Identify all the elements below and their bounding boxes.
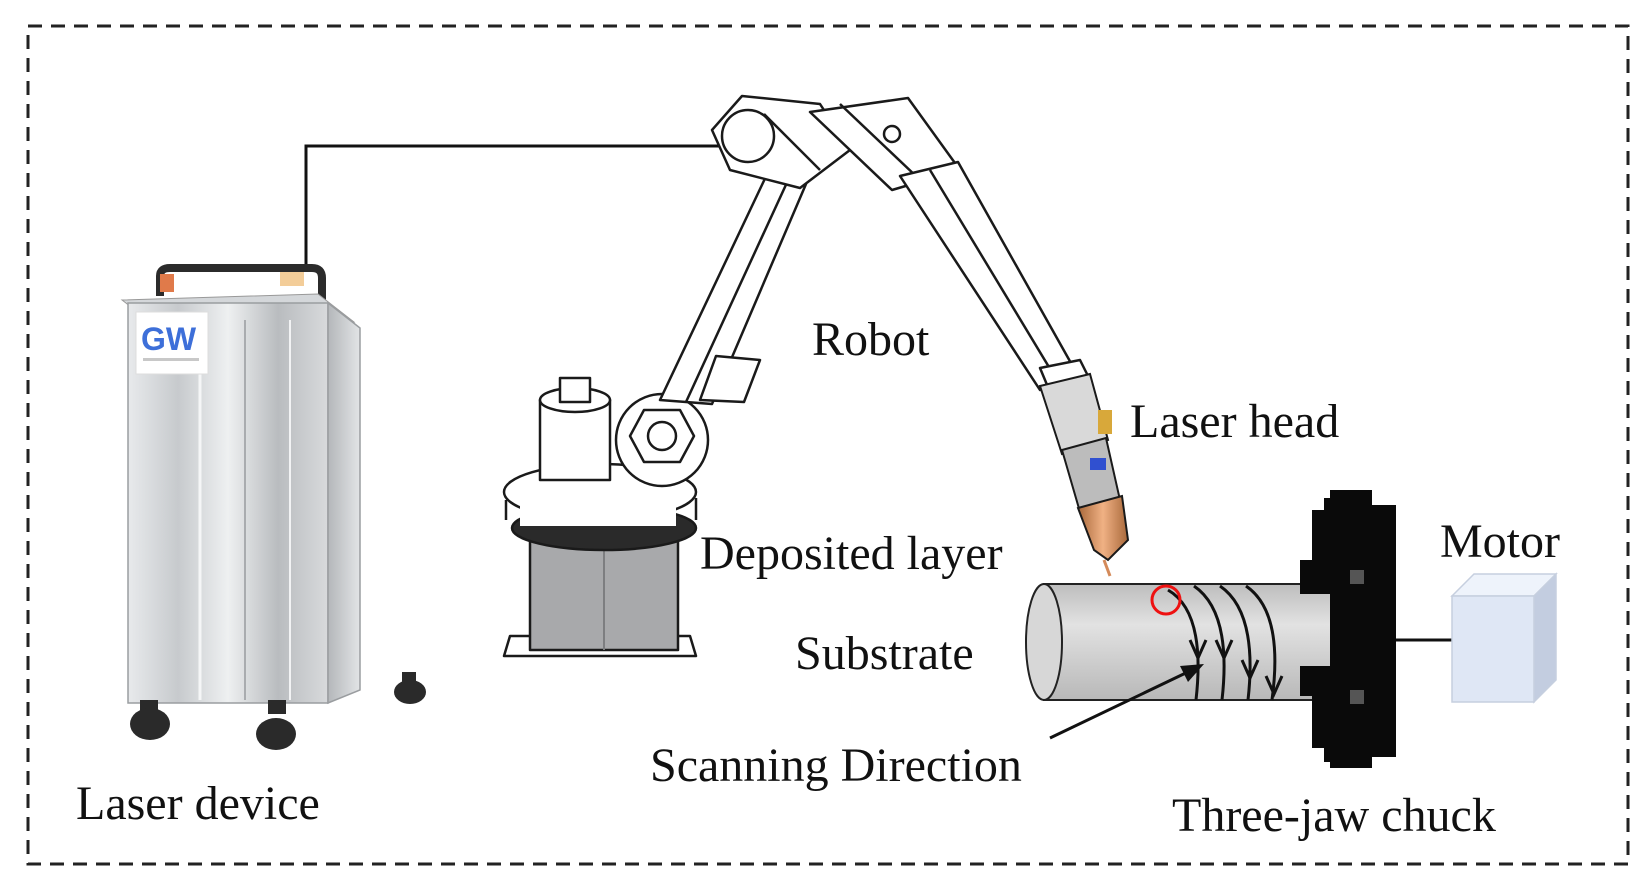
label-motor: Motor: [1440, 515, 1560, 568]
label-three-jaw-chuck: Three-jaw chuck: [1172, 789, 1496, 842]
label-scanning-direction: Scanning Direction: [650, 739, 1022, 792]
laser-device: GW: [120, 264, 426, 750]
cabinet-front: [127, 302, 329, 704]
robot-arm: [502, 94, 1092, 658]
label-substrate: Substrate: [795, 627, 974, 680]
label-laser-head: Laser head: [1130, 395, 1340, 448]
three-jaw-chuck: [1300, 490, 1396, 768]
scanning-direction-pointer: [1049, 664, 1204, 740]
gw-logo: [135, 311, 209, 375]
laser-head: [1038, 372, 1130, 577]
motor-box: [1450, 572, 1558, 704]
fiber-cable: [304, 144, 720, 268]
label-laser-device: Laser device: [76, 777, 320, 830]
deposited-tracks: [1167, 584, 1277, 701]
cabinet-wheels: [130, 672, 426, 750]
nozzle: [1076, 494, 1130, 562]
substrate-cylinder: [1025, 583, 1341, 701]
melt-pool-marker: [1150, 584, 1182, 616]
gw-logo-text: GW: [141, 321, 197, 357]
label-deposited-layer: Deposited layer: [700, 527, 1003, 580]
label-robot: Robot: [812, 313, 930, 366]
scan-arrows: [1188, 639, 1284, 698]
